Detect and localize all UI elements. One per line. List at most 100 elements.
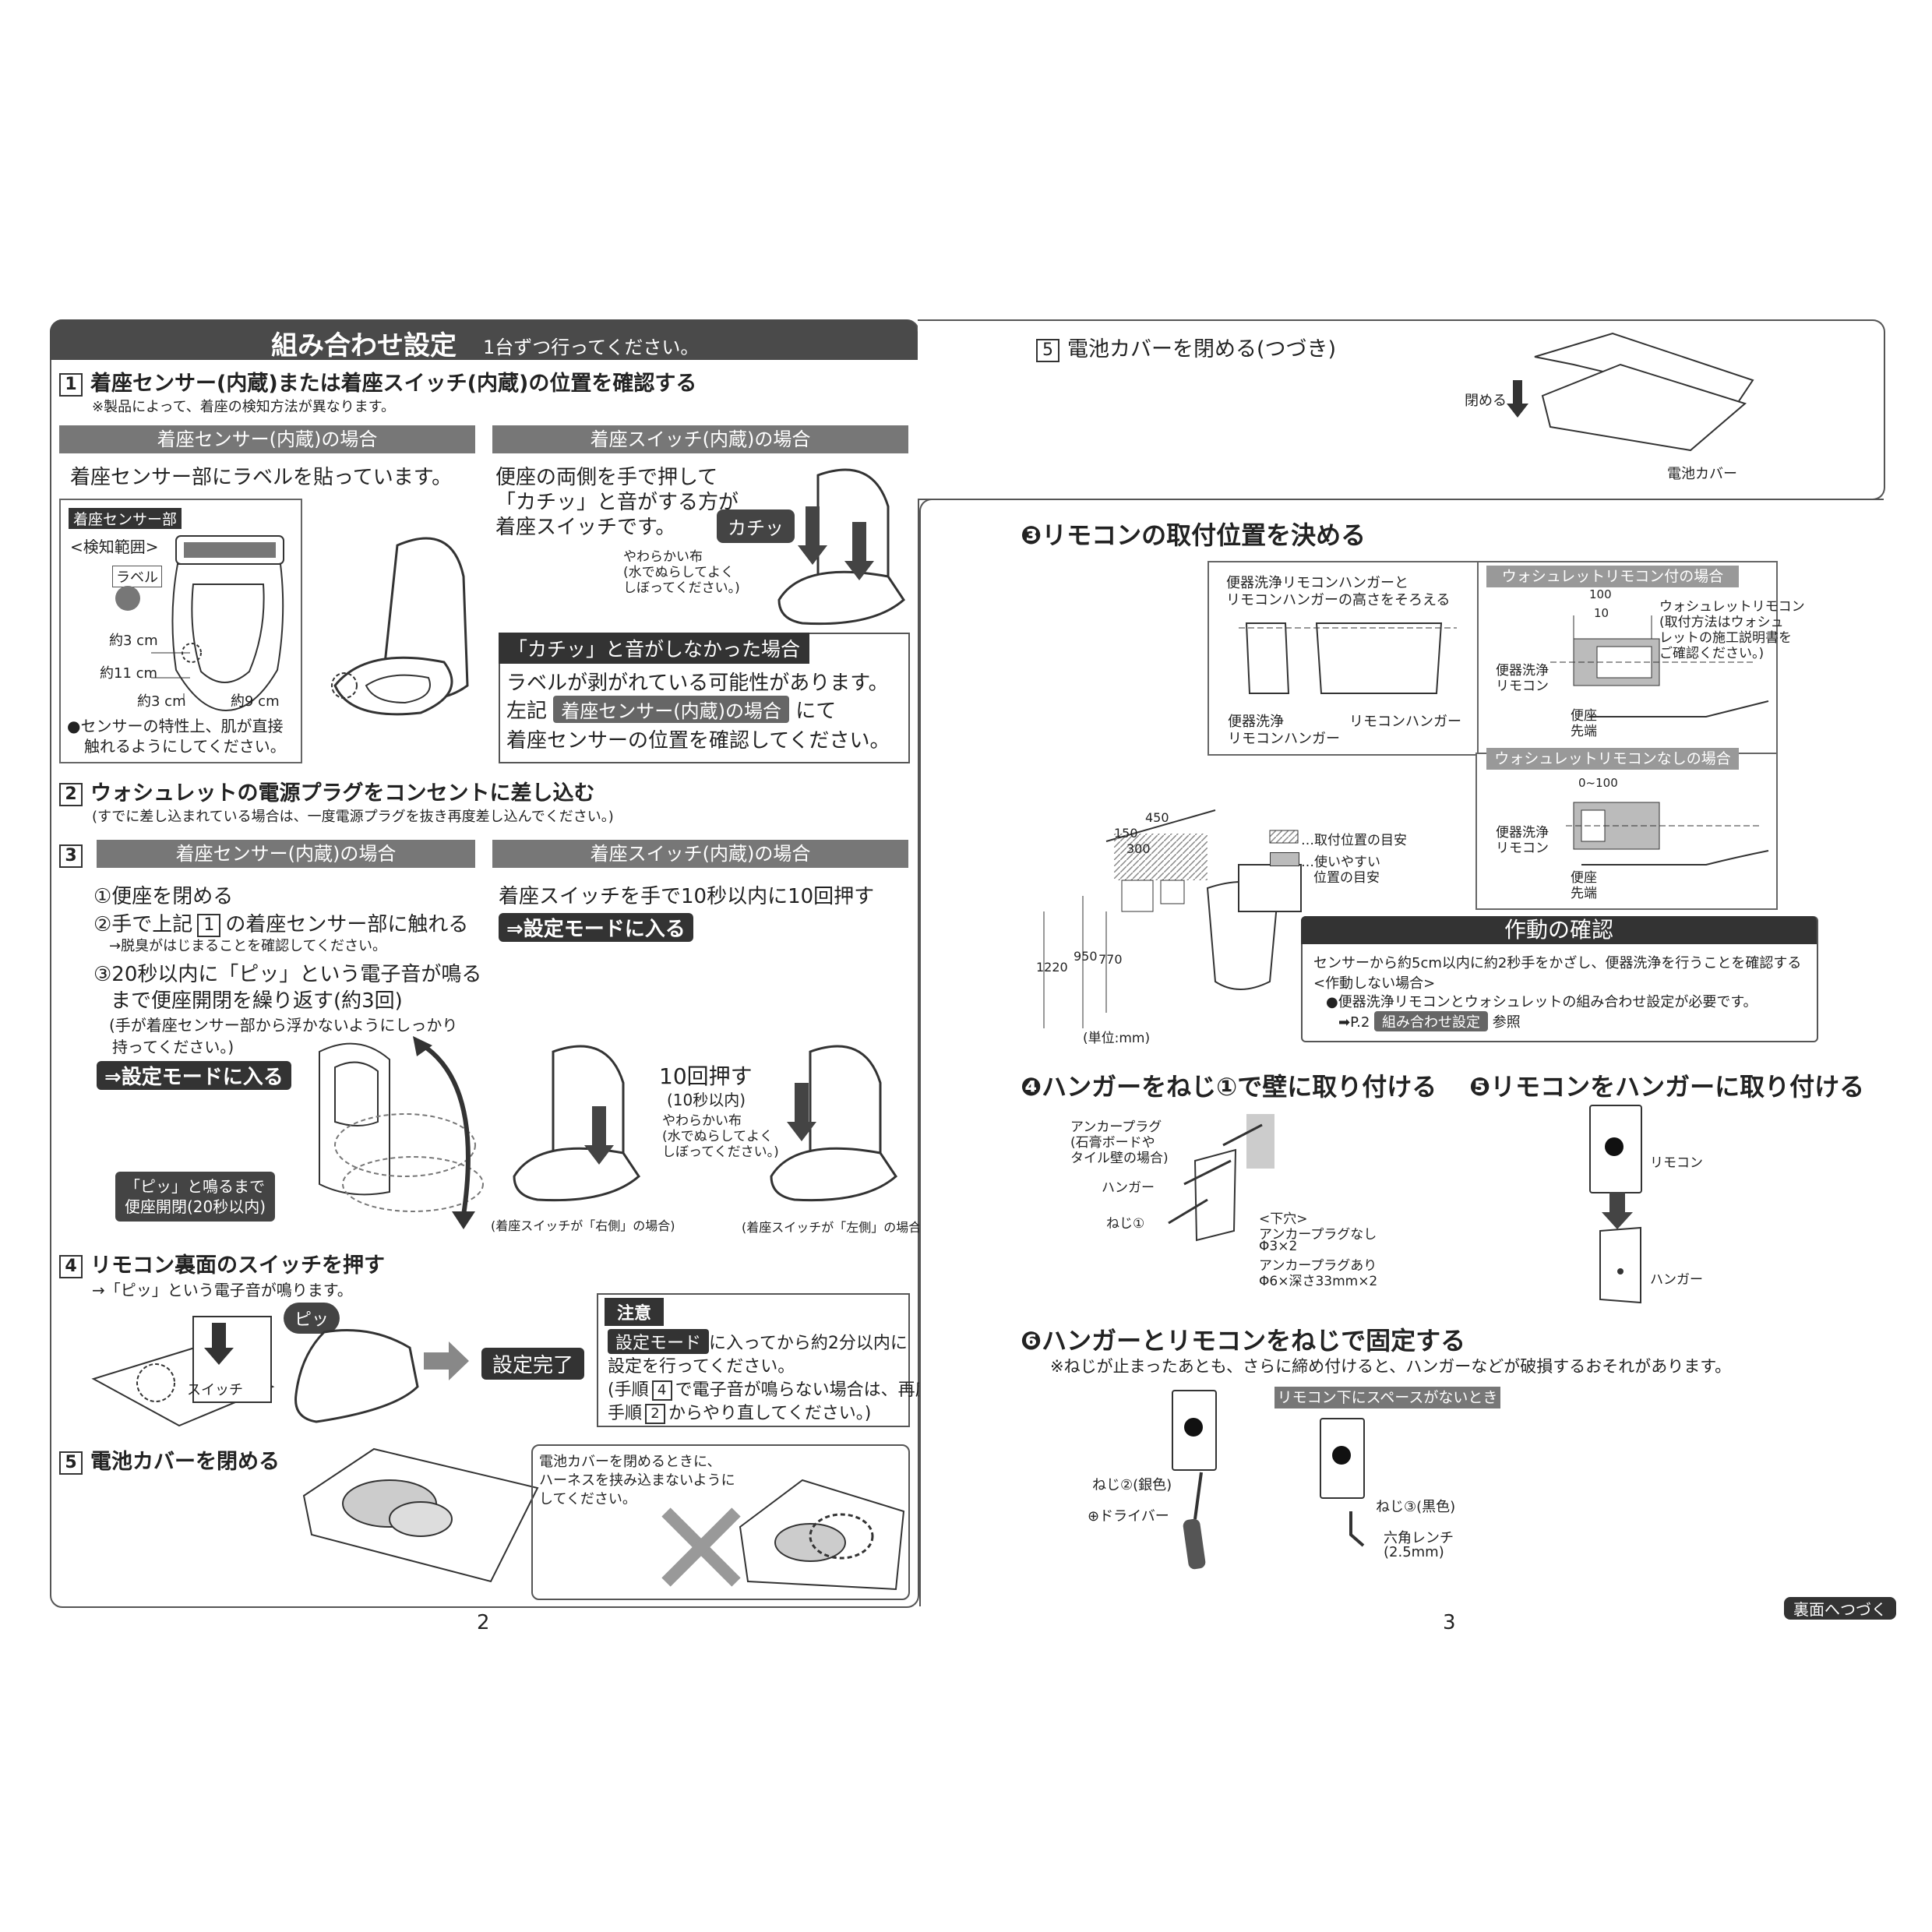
left-case-label: (着座スイッチが「左側」の場合) [742,1220,926,1235]
screw1-label: ねじ① [1106,1216,1145,1232]
without-remote-diagram [1566,802,1769,866]
sensor-head-1: 着座センサー(内蔵)の場合 [59,425,475,453]
caution-l4-num: 2 [645,1404,666,1424]
hanger2-label: ハンガー [1650,1272,1703,1288]
with-remote-diagram [1550,615,1769,717]
driver-label: ⊕ドライバー [1088,1508,1169,1525]
without-seat-2: 先端 [1571,886,1597,901]
with-bk-2: リモコン [1496,679,1549,694]
switch-text-3: 着座スイッチです。 [495,516,676,539]
dim-450: 450 [1145,810,1169,825]
legend-2b: 位置の目安 [1313,870,1380,886]
step2-num: 2 [59,782,83,806]
hanger-plate-illustration [1599,1226,1641,1304]
remocon-label: リモコン [1650,1155,1703,1171]
sensor-fig-tag: 着座センサー部 [69,508,182,529]
right-case-label: (着座スイッチが「右側」の場合) [491,1218,675,1233]
cloth-note-1c: しぼってください。) [623,580,740,596]
check-l4-tag[interactable]: 組み合わせ設定 [1374,1011,1489,1031]
battery-close-illustration [1507,332,1754,452]
nosound-2-tag: 着座センサー(内蔵)の場合 [553,696,790,723]
with-rc-4: ご確認ください。) [1659,646,1765,661]
step4-text: リモコン裏面のスイッチを押す [90,1253,385,1278]
close-label: 閉める [1465,393,1507,409]
caution-l2: 設定を行ってください。 [608,1357,795,1377]
s5-title: ❺リモコンをハンガーに取り付ける [1469,1072,1865,1102]
caution-l1-text: に入ってから約2分以内に [709,1334,908,1353]
s3a-3b: まで便座開閉を繰り返す(約3回) [111,989,403,1013]
cloth-note-2a: やわらかい布 [662,1113,742,1129]
switch-right-illustration [513,1045,640,1202]
with-remote-head: ウォシュレットリモコン付の場合 [1486,566,1739,587]
sensor-fig-d1: 約3 cm [109,633,158,649]
caution-l4a: 手順 [608,1404,643,1423]
s3a-2b: の着座センサー部に触れる [225,913,469,936]
cloth-note-2c: しぼってください。) [662,1144,779,1160]
left-title-bar: 組み合わせ設定 1台ずつ行ってください。 [50,319,918,361]
continue-badge[interactable]: 裏面へつづく [1784,1597,1896,1620]
s3a-1: ①便座を閉める [93,885,234,908]
caution-l1: 設定モードに入ってから約2分以内に [608,1329,908,1354]
harness-box [531,1444,910,1600]
s3b-1: 着座スイッチを手で10秒以内に10回押す [499,885,875,908]
unit-label: (単位:mm) [1083,1031,1151,1046]
switch-text-1: 便座の両側を手で押して [495,466,718,489]
with-rc-1: ウォシュレットリモコン [1659,599,1805,615]
hanger-label: ハンガー [1102,1180,1155,1196]
left-title-sub: 1台ずつ行ってください。 [483,337,700,358]
check-l4a: ➡P.2 [1338,1014,1370,1031]
sensor-fig-d3: 約3 cm [137,693,186,710]
closed-seat-illustration [294,1329,419,1423]
seat-opening-illustration [319,1036,484,1229]
left-title: 組み合わせ設定 [271,330,457,361]
dim-1220: 1220 [1036,960,1068,975]
setmode-badge-sensor: ⇒設定モードに入る [97,1061,291,1090]
switch-head-1: 着座スイッチ(内蔵)の場合 [492,425,908,453]
check-l3: ●便器洗浄リモコンとウォシュレットの組み合わせ設定が必要です。 [1326,994,1757,1010]
hanger-note-2: リモコンハンガーの高さをそろえる [1226,592,1451,608]
s6-note: ※ねじが止まったあとも、さらに締め付けると、ハンガーなどが破損するおそれがありま… [1050,1357,1732,1376]
without-seat-1: 便座 [1571,870,1597,886]
harness-3: してください。 [539,1491,636,1507]
with-10: 10 [1594,606,1609,620]
with-seat-1: 便座 [1571,708,1597,724]
check-l2: <作動しない場合> [1313,975,1436,992]
check-l4: ➡P.2 組み合わせ設定 参照 [1338,1011,1521,1031]
s3-title: ❸リモコンの取付位置を決める [1021,520,1366,550]
cloth-note-1a: やわらかい布 [623,549,703,565]
setting-done-badge: 設定完了 [481,1348,585,1380]
step4-note: →「ピッ」という電子音が鳴ります。 [92,1281,353,1299]
step2-note: (すでに差し込まれている場合は、一度電源プラグを抜き再度差し込んでください。) [92,809,614,825]
hanger-r: リモコンハンガー [1349,714,1461,730]
legend-2a: …使いやすい [1301,855,1380,870]
s3a-3-note2: 持ってください。) [112,1038,234,1056]
switch-head-3: 着座スイッチ(内蔵)の場合 [492,840,908,868]
hanger-note-1: 便器洗浄リモコンハンガーと [1226,575,1408,591]
hanger-l1: 便器洗浄 [1228,714,1284,730]
lower-5: Φ6×深さ33mm×2 [1259,1274,1378,1289]
sensor-fig-label: ラベル [112,566,162,587]
s3a-3-note1: (手が着座センサー部から浮かないようにしっかり [109,1016,458,1035]
step3-num: 3 [59,844,83,868]
cloth-note-1b: (水でぬらしてよく [623,565,735,580]
s6-remocon-b [1320,1418,1365,1499]
with-100: 100 [1589,587,1612,601]
s6-sensor-b-icon [1332,1446,1351,1465]
harness-1: 電池カバーを閉めるときに、 [539,1454,721,1470]
battery-cover-illustration [302,1447,539,1583]
push-arrow-left-icon [795,1083,809,1122]
switch-seat-illustration [777,468,905,626]
sensor-fig-bullet2: 触れるようにしてください。 [84,737,286,756]
s3a-2-num: 1 [197,913,221,937]
rotate-arrow-icon [419,1042,471,1216]
step5c-num: 5 [1036,338,1059,362]
room-install-illustration [1043,809,1302,1028]
without-remote-head: ウォシュレットリモコンなしの場合 [1486,748,1739,770]
wrong-x-icon [661,1507,741,1587]
